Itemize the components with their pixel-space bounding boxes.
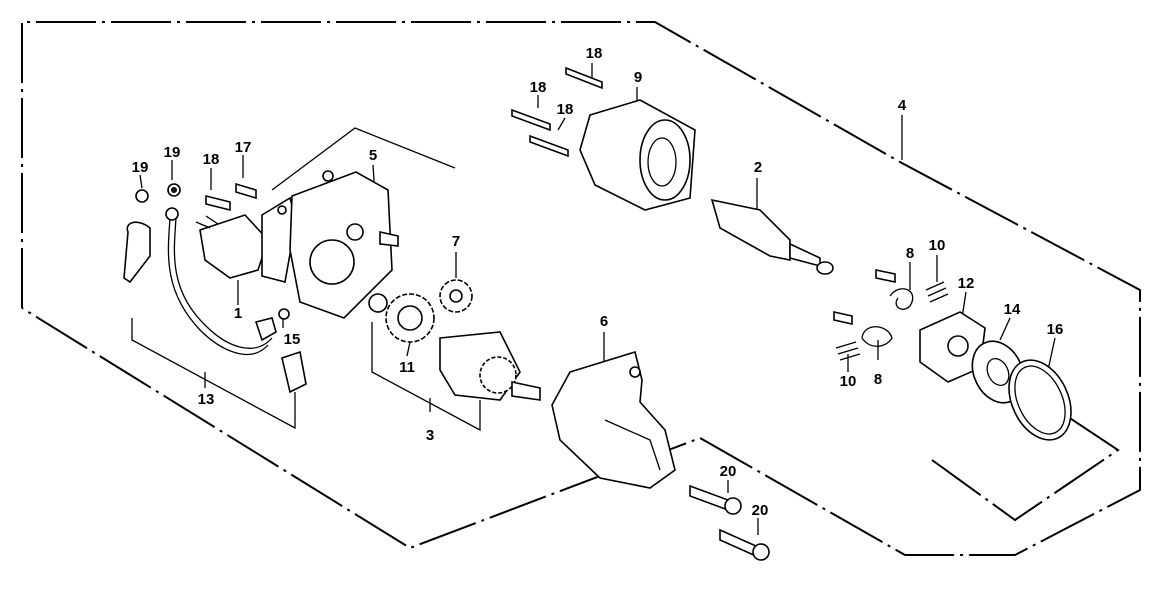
callout-10-lower: 10 [840, 373, 857, 390]
callout-11: 11 [399, 359, 415, 376]
wire-harness-part [123, 207, 277, 356]
callout-13: 13 [198, 391, 215, 408]
brush-holder-part [919, 311, 986, 383]
callout-18-low: 18 [557, 101, 574, 118]
through-bolt-part [689, 484, 770, 561]
callout-17: 17 [235, 139, 252, 156]
callout-3: 3 [426, 427, 434, 444]
terminal-boot-part [278, 308, 307, 394]
callout-7: 7 [452, 233, 460, 250]
callout-18-top: 18 [586, 45, 603, 62]
o-ring-part [1008, 359, 1072, 441]
callout-20-lower: 20 [752, 502, 769, 519]
callout-2: 2 [754, 159, 762, 176]
solenoid-screws-part [205, 182, 257, 212]
callout-6: 6 [600, 313, 608, 330]
yoke-screws-part [511, 66, 603, 158]
solenoid-switch-part [195, 196, 297, 283]
callout-20-upper: 20 [720, 463, 737, 480]
callout-18-solenoid: 18 [203, 151, 220, 168]
callout-4: 4 [898, 97, 907, 114]
callout-8-lower: 8 [874, 371, 882, 388]
reduction-gear-part [368, 293, 435, 343]
callout-19-right: 19 [164, 144, 181, 161]
callout-16: 16 [1047, 321, 1064, 338]
callout-8-upper: 8 [906, 245, 914, 262]
callout-1: 1 [234, 305, 242, 322]
housing-bracket-line [271, 127, 456, 191]
brush-spring-part [833, 269, 949, 361]
leader-lines [139, 63, 1056, 535]
callout-5: 5 [369, 147, 377, 164]
callout-14: 14 [1004, 301, 1021, 318]
callout-15: 15 [284, 331, 301, 348]
front-housing-part [289, 170, 399, 319]
gear-housing-part [551, 350, 676, 489]
callout-labels: 1 2 3 4 5 6 7 8 8 9 10 10 11 12 13 14 15… [132, 45, 1064, 519]
seal-bracket-line [931, 404, 1120, 522]
wire-bracket-line [131, 318, 296, 430]
overrunning-clutch-part [439, 331, 541, 401]
callout-10-upper: 10 [929, 237, 946, 254]
nut-washer-part [135, 183, 181, 203]
yoke-part [579, 99, 696, 211]
callout-19-left: 19 [132, 159, 149, 176]
callout-12: 12 [958, 275, 975, 292]
callout-18-mid: 18 [530, 79, 547, 96]
armature-part [710, 198, 834, 275]
gear-bracket-line [371, 322, 481, 432]
pinion-gear-part [439, 279, 473, 313]
callout-9: 9 [634, 69, 642, 86]
